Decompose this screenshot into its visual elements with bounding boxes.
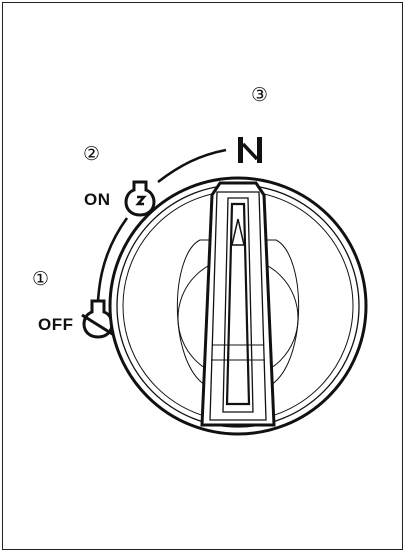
position-1-number: ① <box>32 268 50 290</box>
off-label: OFF <box>38 315 74 334</box>
automatic-icon <box>238 137 262 163</box>
arc-on-to-auto <box>157 148 227 184</box>
position-3-number: ③ <box>251 84 269 106</box>
knob-pointer <box>231 218 245 246</box>
knob-grip <box>200 181 276 427</box>
bulb-on-icon <box>124 180 156 217</box>
on-label: ON <box>84 190 111 209</box>
position-2-number: ② <box>83 143 101 165</box>
